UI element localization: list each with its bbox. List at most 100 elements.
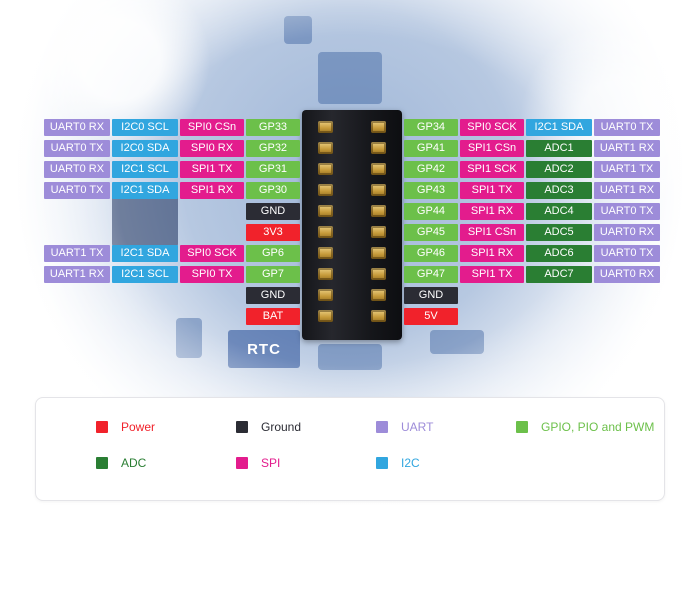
pin-label-uart0-tx: UART0 TX bbox=[594, 119, 660, 136]
pin-label-i2c1-sda: I2C1 SDA bbox=[526, 119, 592, 136]
legend-swatch-ground bbox=[236, 421, 248, 433]
header-pin bbox=[318, 247, 333, 259]
header-pin bbox=[371, 226, 386, 238]
pin-label-gp6: GP6 bbox=[246, 245, 300, 262]
pin-label-spi1-tx: SPI1 TX bbox=[460, 266, 524, 283]
pin-label-gp44: GP44 bbox=[404, 203, 458, 220]
legend-swatch-uart bbox=[376, 421, 388, 433]
pin-label-adc3: ADC3 bbox=[526, 182, 592, 199]
legend-item-power: Power bbox=[96, 420, 236, 434]
pin-label-spi0-tx: SPI0 TX bbox=[180, 266, 244, 283]
legend-swatch-adc bbox=[96, 457, 108, 469]
pin-label-uart1-tx: UART1 TX bbox=[44, 245, 110, 262]
pin-label-uart0-rx: UART0 RX bbox=[594, 224, 660, 241]
header-pin bbox=[318, 226, 333, 238]
board-component bbox=[284, 16, 312, 44]
pin-label-gp31: GP31 bbox=[246, 161, 300, 178]
legend-item-gpio-pio-and-pwm: GPIO, PIO and PWM bbox=[516, 420, 654, 434]
pin-row: 5V bbox=[404, 308, 700, 325]
pin-label-uart1-tx: UART1 TX bbox=[594, 161, 660, 178]
pin-label-gp43: GP43 bbox=[404, 182, 458, 199]
pin-label-adc5: ADC5 bbox=[526, 224, 592, 241]
pin-label-uart0-tx: UART0 TX bbox=[44, 182, 110, 199]
legend-swatch-gpio bbox=[516, 421, 528, 433]
pin-label-spi1-sck: SPI1 SCK bbox=[460, 161, 524, 178]
pin-label-i2c1-sda: I2C1 SDA bbox=[112, 182, 178, 199]
pin-label-spi0-sck: SPI0 SCK bbox=[180, 245, 244, 262]
legend-item-adc: ADC bbox=[96, 456, 236, 470]
pin-label-uart0-rx: UART0 RX bbox=[44, 161, 110, 178]
legend-swatch-power bbox=[96, 421, 108, 433]
header-pin bbox=[371, 247, 386, 259]
pin-label-bat: BAT bbox=[246, 308, 300, 325]
pin-label-gp34: GP34 bbox=[404, 119, 458, 136]
pin-label-adc7: ADC7 bbox=[526, 266, 592, 283]
rtc-label: RTC bbox=[247, 340, 281, 358]
pin-label-gnd: GND bbox=[404, 287, 458, 304]
pin-label-uart0-tx: UART0 TX bbox=[594, 203, 660, 220]
pin-label-spi1-csn: SPI1 CSn bbox=[460, 224, 524, 241]
legend-item-ground: Ground bbox=[236, 420, 376, 434]
pin-label-uart1-rx: UART1 RX bbox=[594, 182, 660, 199]
pin-header bbox=[302, 110, 402, 340]
header-pin bbox=[318, 268, 333, 280]
legend-swatch-i2c bbox=[376, 457, 388, 469]
board-component bbox=[318, 344, 382, 370]
header-pin bbox=[371, 142, 386, 154]
header-pin bbox=[318, 310, 333, 322]
pin-label-3v3: 3V3 bbox=[246, 224, 300, 241]
pin-label-spi0-sck: SPI0 SCK bbox=[460, 119, 524, 136]
header-pin bbox=[371, 289, 386, 301]
pin-label-spi1-rx: SPI1 RX bbox=[460, 245, 524, 262]
header-pin bbox=[371, 205, 386, 217]
header-pin bbox=[318, 184, 333, 196]
pin-row: GND bbox=[0, 287, 300, 304]
pin-label-spi1-tx: SPI1 TX bbox=[460, 182, 524, 199]
pin-label-gnd: GND bbox=[246, 287, 300, 304]
pin-label-uart0-tx: UART0 TX bbox=[594, 245, 660, 262]
pin-row: GND bbox=[404, 287, 700, 304]
header-pin bbox=[371, 184, 386, 196]
pin-label-gp45: GP45 bbox=[404, 224, 458, 241]
header-pin bbox=[371, 121, 386, 133]
pin-label-uart1-rx: UART1 RX bbox=[44, 266, 110, 283]
pin-label-adc6: ADC6 bbox=[526, 245, 592, 262]
pin-row: GND bbox=[0, 203, 300, 220]
pin-label-gp42: GP42 bbox=[404, 161, 458, 178]
board-component bbox=[430, 330, 484, 354]
pin-label-adc4: ADC4 bbox=[526, 203, 592, 220]
pin-label-i2c1-scl: I2C1 SCL bbox=[112, 266, 178, 283]
pin-label-gp46: GP46 bbox=[404, 245, 458, 262]
board-component bbox=[318, 52, 382, 104]
header-pin bbox=[318, 142, 333, 154]
pin-label-spi1-rx: SPI1 RX bbox=[180, 182, 244, 199]
legend-label: GPIO, PIO and PWM bbox=[541, 420, 655, 434]
pin-label-spi1-tx: SPI1 TX bbox=[180, 161, 244, 178]
legend-swatch-spi bbox=[236, 457, 248, 469]
pin-label-gp47: GP47 bbox=[404, 266, 458, 283]
header-pin bbox=[371, 163, 386, 175]
pin-label-gp30: GP30 bbox=[246, 182, 300, 199]
pin-label-spi1-csn: SPI1 CSn bbox=[460, 140, 524, 157]
legend-label: Power bbox=[121, 420, 156, 434]
rtc-module: RTC bbox=[228, 330, 300, 368]
pin-label-adc1: ADC1 bbox=[526, 140, 592, 157]
pin-label-uart1-rx: UART1 RX bbox=[594, 140, 660, 157]
header-pin bbox=[318, 163, 333, 175]
